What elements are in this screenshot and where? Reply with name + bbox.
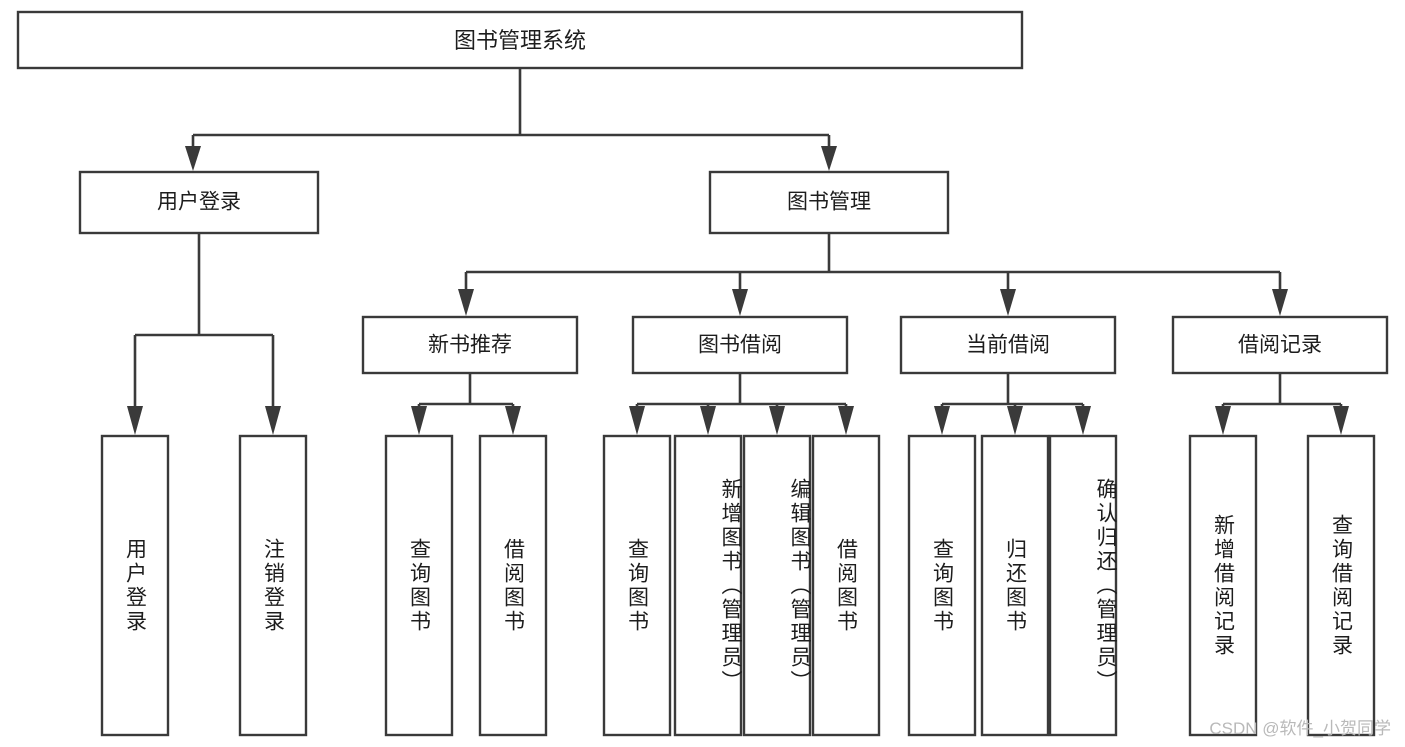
leaf-box-logout[interactable]	[238, 434, 308, 737]
arrow-head-icon	[185, 146, 201, 171]
node-new-book-recommend[interactable]: 新书推荐	[361, 315, 579, 375]
arrow-head-icon	[732, 289, 748, 316]
leaf-box-add-book-admin[interactable]	[673, 434, 743, 737]
node-label-book-management: 图书管理	[787, 191, 871, 214]
node-book-borrow[interactable]: 图书借阅	[631, 315, 849, 375]
connector-group-current-borrow	[934, 373, 1091, 435]
leaf-box-query-borrow-record[interactable]	[1306, 434, 1376, 737]
arrow-head-icon	[821, 146, 837, 171]
arrow-head-icon	[1075, 406, 1091, 435]
arrow-head-icon	[1000, 289, 1016, 316]
arrow-head-icon	[127, 406, 143, 435]
leaf-box-user-login[interactable]	[100, 434, 170, 737]
node-borrow-record[interactable]: 借阅记录	[1171, 315, 1389, 375]
node-book-management[interactable]: 图书管理	[708, 170, 950, 235]
connector-group-book-mgmt	[458, 233, 1288, 316]
node-label-root-system: 图书管理系统	[454, 28, 586, 53]
arrow-head-icon	[629, 406, 645, 435]
arrow-head-icon	[700, 406, 716, 435]
leaf-box-return-book[interactable]	[980, 434, 1050, 737]
watermark-text: CSDN @软件_小贺同学	[1209, 719, 1391, 738]
arrow-head-icon	[1007, 406, 1023, 435]
leaf-box-query-book-1[interactable]	[384, 434, 454, 737]
leaf-box-borrow-book-1[interactable]	[478, 434, 548, 737]
node-box-rect	[361, 315, 579, 375]
node-label-borrow-record: 借阅记录	[1238, 334, 1322, 357]
node-label-book-borrow: 图书借阅	[698, 334, 782, 357]
arrow-head-icon	[838, 406, 854, 435]
leaf-box-edit-book-admin[interactable]	[742, 434, 812, 737]
arrow-head-icon	[1215, 406, 1231, 435]
node-box-rect	[78, 170, 320, 235]
node-user-login[interactable]: 用户登录	[78, 170, 320, 235]
arrow-head-icon	[1272, 289, 1288, 316]
connector-group-root	[185, 68, 837, 171]
node-current-borrow[interactable]: 当前借阅	[899, 315, 1117, 375]
leaf-box-borrow-book-2[interactable]	[811, 434, 881, 737]
node-box-rect	[708, 170, 950, 235]
connector-group-borrow-record	[1215, 373, 1349, 435]
leaf-box-query-book-2[interactable]	[602, 434, 672, 737]
arrow-head-icon	[265, 406, 281, 435]
leaf-boxes-group	[100, 434, 1376, 737]
arrow-head-icon	[934, 406, 950, 435]
node-root-system[interactable]: 图书管理系统	[16, 10, 1024, 70]
arrow-head-icon	[458, 289, 474, 316]
arrow-head-icon	[411, 406, 427, 435]
node-label-current-borrow: 当前借阅	[966, 334, 1050, 357]
node-box-rect	[899, 315, 1117, 375]
leaf-box-add-borrow-record[interactable]	[1188, 434, 1258, 737]
leaf-box-confirm-return-admin[interactable]	[1048, 434, 1118, 737]
arrow-head-icon	[1333, 406, 1349, 435]
arrow-head-icon	[769, 406, 785, 435]
connector-group-user-login	[127, 233, 281, 435]
node-box-rect	[16, 10, 1024, 70]
node-box-rect	[1171, 315, 1389, 375]
node-label-user-login: 用户登录	[157, 191, 241, 214]
leaf-box-query-book-3[interactable]	[907, 434, 977, 737]
node-box-rect	[631, 315, 849, 375]
arrow-head-icon	[505, 406, 521, 435]
connector-group-new-book-rec	[411, 373, 521, 435]
connector-group-book-borrow	[629, 373, 854, 435]
node-label-new-book-recommend: 新书推荐	[428, 334, 512, 357]
